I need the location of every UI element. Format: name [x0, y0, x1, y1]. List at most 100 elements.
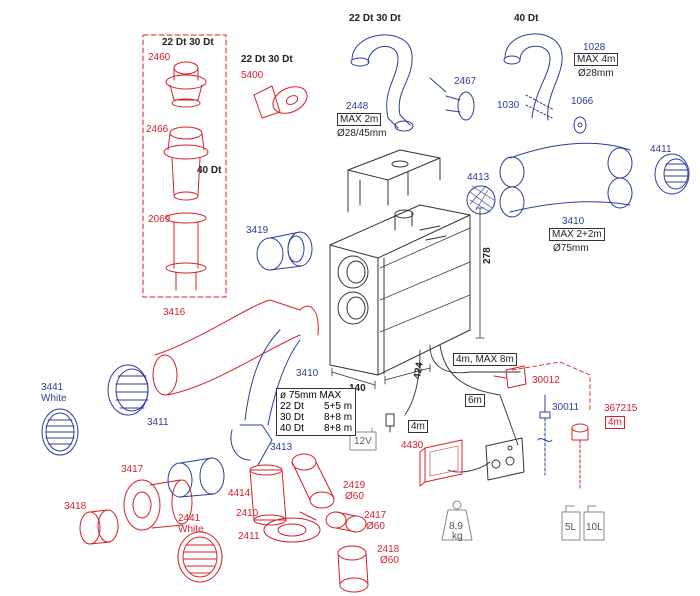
part-2410-exhaust-assembly: [249, 464, 321, 543]
part-4411-grille: [654, 153, 690, 195]
exhaust-kit-dashed-frame: [142, 34, 227, 298]
canister-5l-icon: [561, 505, 581, 541]
label-3410-right: 3410: [562, 216, 585, 227]
label-30011: 30011: [552, 402, 580, 413]
part-3417-outlet: [123, 479, 193, 531]
label-5400: 5400: [241, 70, 264, 81]
label-4m-max-8m: 4m, MAX 8m: [453, 353, 517, 366]
label-weight: 8,9: [449, 521, 463, 532]
part-5400-cap: [253, 85, 308, 119]
label-4430: 4430: [401, 440, 424, 451]
label-40-dt-right: 40 Dt: [514, 13, 539, 24]
part-30012-fuel-pump: [493, 365, 527, 389]
label-kg: kg: [452, 531, 463, 542]
label-40-dt-left: 40 Dt: [197, 165, 222, 176]
label-3418: 3418: [64, 501, 87, 512]
part-2069-pipe-flange: [165, 212, 207, 291]
part-1066-flange: [573, 116, 587, 134]
label-3410-left: 3410: [296, 368, 319, 379]
label-1066: 1066: [571, 96, 594, 107]
label-dia-60-a: Ø60: [345, 491, 364, 502]
label-2411: 2411: [238, 531, 260, 542]
spec-table-header: ø 75mm MAX: [280, 390, 342, 401]
label-max-2-2m: MAX 2+2m: [549, 228, 605, 241]
label-white-1: White: [41, 393, 67, 404]
label-2419: 2419: [343, 480, 366, 491]
label-2417: 2417: [364, 510, 387, 521]
label-4411: 4411: [650, 144, 672, 155]
part-3416-hose: [152, 299, 319, 396]
part-4430-control-box: [419, 439, 463, 487]
label-3417: 3417: [121, 464, 144, 475]
part-2441-grille-white: [177, 531, 223, 583]
part-2466-exhaust-cap: [163, 126, 209, 201]
fuel-line: [511, 361, 591, 411]
part-2419-pipe: [291, 453, 335, 509]
part-3419-coupling: [256, 231, 313, 271]
label-dim-140: 140: [349, 383, 366, 394]
label-12v: 12V: [354, 436, 372, 447]
part-2448-hose: [350, 34, 414, 132]
part-367215-standpipe: [571, 423, 589, 491]
part-4413-grille: [466, 185, 496, 215]
label-3416: 3416: [163, 307, 186, 318]
label-max-2m: MAX 2m: [337, 113, 382, 126]
dimension-lines: [331, 207, 485, 390]
part-2417-pipe: [325, 511, 367, 533]
label-2448: 2448: [346, 101, 369, 112]
label-3419: 3419: [246, 225, 269, 236]
part-1030-hose: [503, 33, 563, 121]
label-dim-278: 278: [482, 247, 493, 264]
label-4413: 4413: [467, 172, 490, 183]
mounting-bracket: [347, 149, 441, 213]
label-3413: 3413: [270, 442, 293, 453]
part-3418-pipe: [79, 509, 119, 545]
wiring: [404, 344, 521, 473]
label-22-30-dt-top: 22 Dt 30 Dt: [162, 37, 214, 48]
label-1030: 1030: [497, 100, 520, 111]
label-2441: 2441: [178, 513, 201, 524]
label-dia-28: Ø28mm: [578, 68, 614, 79]
control-panel: [485, 437, 525, 481]
label-2466: 2466: [146, 124, 169, 135]
heater-unit: [329, 204, 471, 376]
label-2410: 2410: [236, 508, 259, 519]
part-2460-roof-cap: [165, 61, 207, 108]
label-6m: 6m: [465, 394, 485, 407]
label-22-30-dt-right: 22 Dt 30 Dt: [349, 13, 401, 24]
part-30011-pickup: [537, 394, 553, 476]
label-2418: 2418: [377, 544, 400, 555]
label-22-30-dt-mid: 22 Dt 30 Dt: [241, 54, 293, 65]
label-4m-red: 4m: [605, 416, 625, 429]
label-4m-black: 4m: [408, 420, 428, 433]
fuse: [385, 413, 395, 433]
label-dia-75: Ø75mm: [553, 243, 589, 254]
label-2460: 2460: [148, 52, 171, 63]
weight-icon: [441, 500, 473, 541]
part-blue-pipe: [167, 457, 225, 498]
canister-10l-icon: [583, 505, 605, 541]
part-3411-grille: [107, 364, 149, 416]
label-dia-60-b: Ø60: [366, 521, 385, 532]
part-2418-pipe: [337, 545, 369, 593]
label-1028: 1028: [583, 42, 606, 53]
part-3410-hose-left: [230, 329, 301, 466]
label-5l: 5L: [565, 522, 577, 533]
label-2467: 2467: [454, 76, 477, 87]
label-white-2: White: [178, 524, 204, 535]
label-10l: 10L: [586, 522, 603, 533]
part-3441-grille-white: [41, 408, 79, 456]
label-max-4m: MAX 4m: [574, 53, 619, 66]
label-4414: 4414: [228, 488, 251, 499]
label-dia-28-45: Ø28/45mm: [337, 128, 387, 139]
label-2069: 2069: [148, 214, 171, 225]
label-3441: 3441: [41, 382, 64, 393]
part-3410-double-duct: [499, 142, 633, 218]
label-30012: 30012: [532, 375, 560, 386]
label-367215: 367215: [604, 403, 638, 414]
